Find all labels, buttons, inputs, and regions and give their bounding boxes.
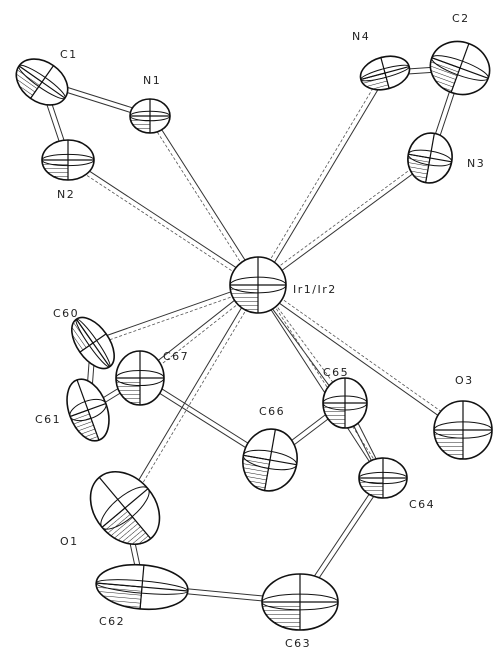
atom-c2 <box>429 40 491 96</box>
bond-ir-n2 <box>66 157 260 288</box>
atom-ir <box>229 256 287 314</box>
atom-label-o3: O3 <box>455 374 474 387</box>
atom-c64 <box>358 457 408 499</box>
bond-ir-n3 <box>256 155 432 288</box>
atom-c1 <box>15 58 69 106</box>
atom-c63 <box>261 573 339 631</box>
atom-o1 <box>89 470 161 546</box>
atom-c61 <box>66 378 110 442</box>
atom-c65 <box>322 377 368 429</box>
atom-n1 <box>129 98 171 134</box>
atom-label-n3: N3 <box>467 157 485 170</box>
atom-label-c67: C67 <box>163 350 189 363</box>
bond-ir-n1 <box>147 114 261 287</box>
atom-c67 <box>115 350 165 406</box>
atom-c60 <box>71 316 115 370</box>
bond-ir-c60 <box>92 282 259 346</box>
atom-o3 <box>433 400 493 460</box>
atom-label-c61: C61 <box>35 413 61 426</box>
atom-label-n2: N2 <box>57 188 75 201</box>
atom-label-c65: C65 <box>323 366 349 379</box>
atom-label-c66: C66 <box>259 405 285 418</box>
bond-ir-n4 <box>255 71 388 287</box>
bond-ir-o1 <box>122 283 261 510</box>
atom-label-c1: C1 <box>60 48 78 61</box>
atom-label-c2: C2 <box>452 12 470 25</box>
bond-ir-c64 <box>255 283 386 480</box>
atom-c66 <box>242 428 298 492</box>
atom-label-o1: O1 <box>60 535 79 548</box>
atom-label-c62: C62 <box>99 615 125 628</box>
atom-n3 <box>407 132 453 184</box>
atom-label-c60: C60 <box>53 307 79 320</box>
atom-label-ir: Ir1/Ir2 <box>293 283 337 296</box>
atom-c62 <box>95 563 189 611</box>
bond-ir-o3 <box>256 282 465 433</box>
atom-label-c63: C63 <box>285 637 311 648</box>
atom-n4 <box>359 55 411 91</box>
atom-n2 <box>41 139 95 181</box>
atom-label-n4: N4 <box>352 30 370 43</box>
atom-label-n1: N1 <box>143 74 161 87</box>
atoms-layer <box>15 40 493 631</box>
atom-label-c64: C64 <box>409 498 435 511</box>
